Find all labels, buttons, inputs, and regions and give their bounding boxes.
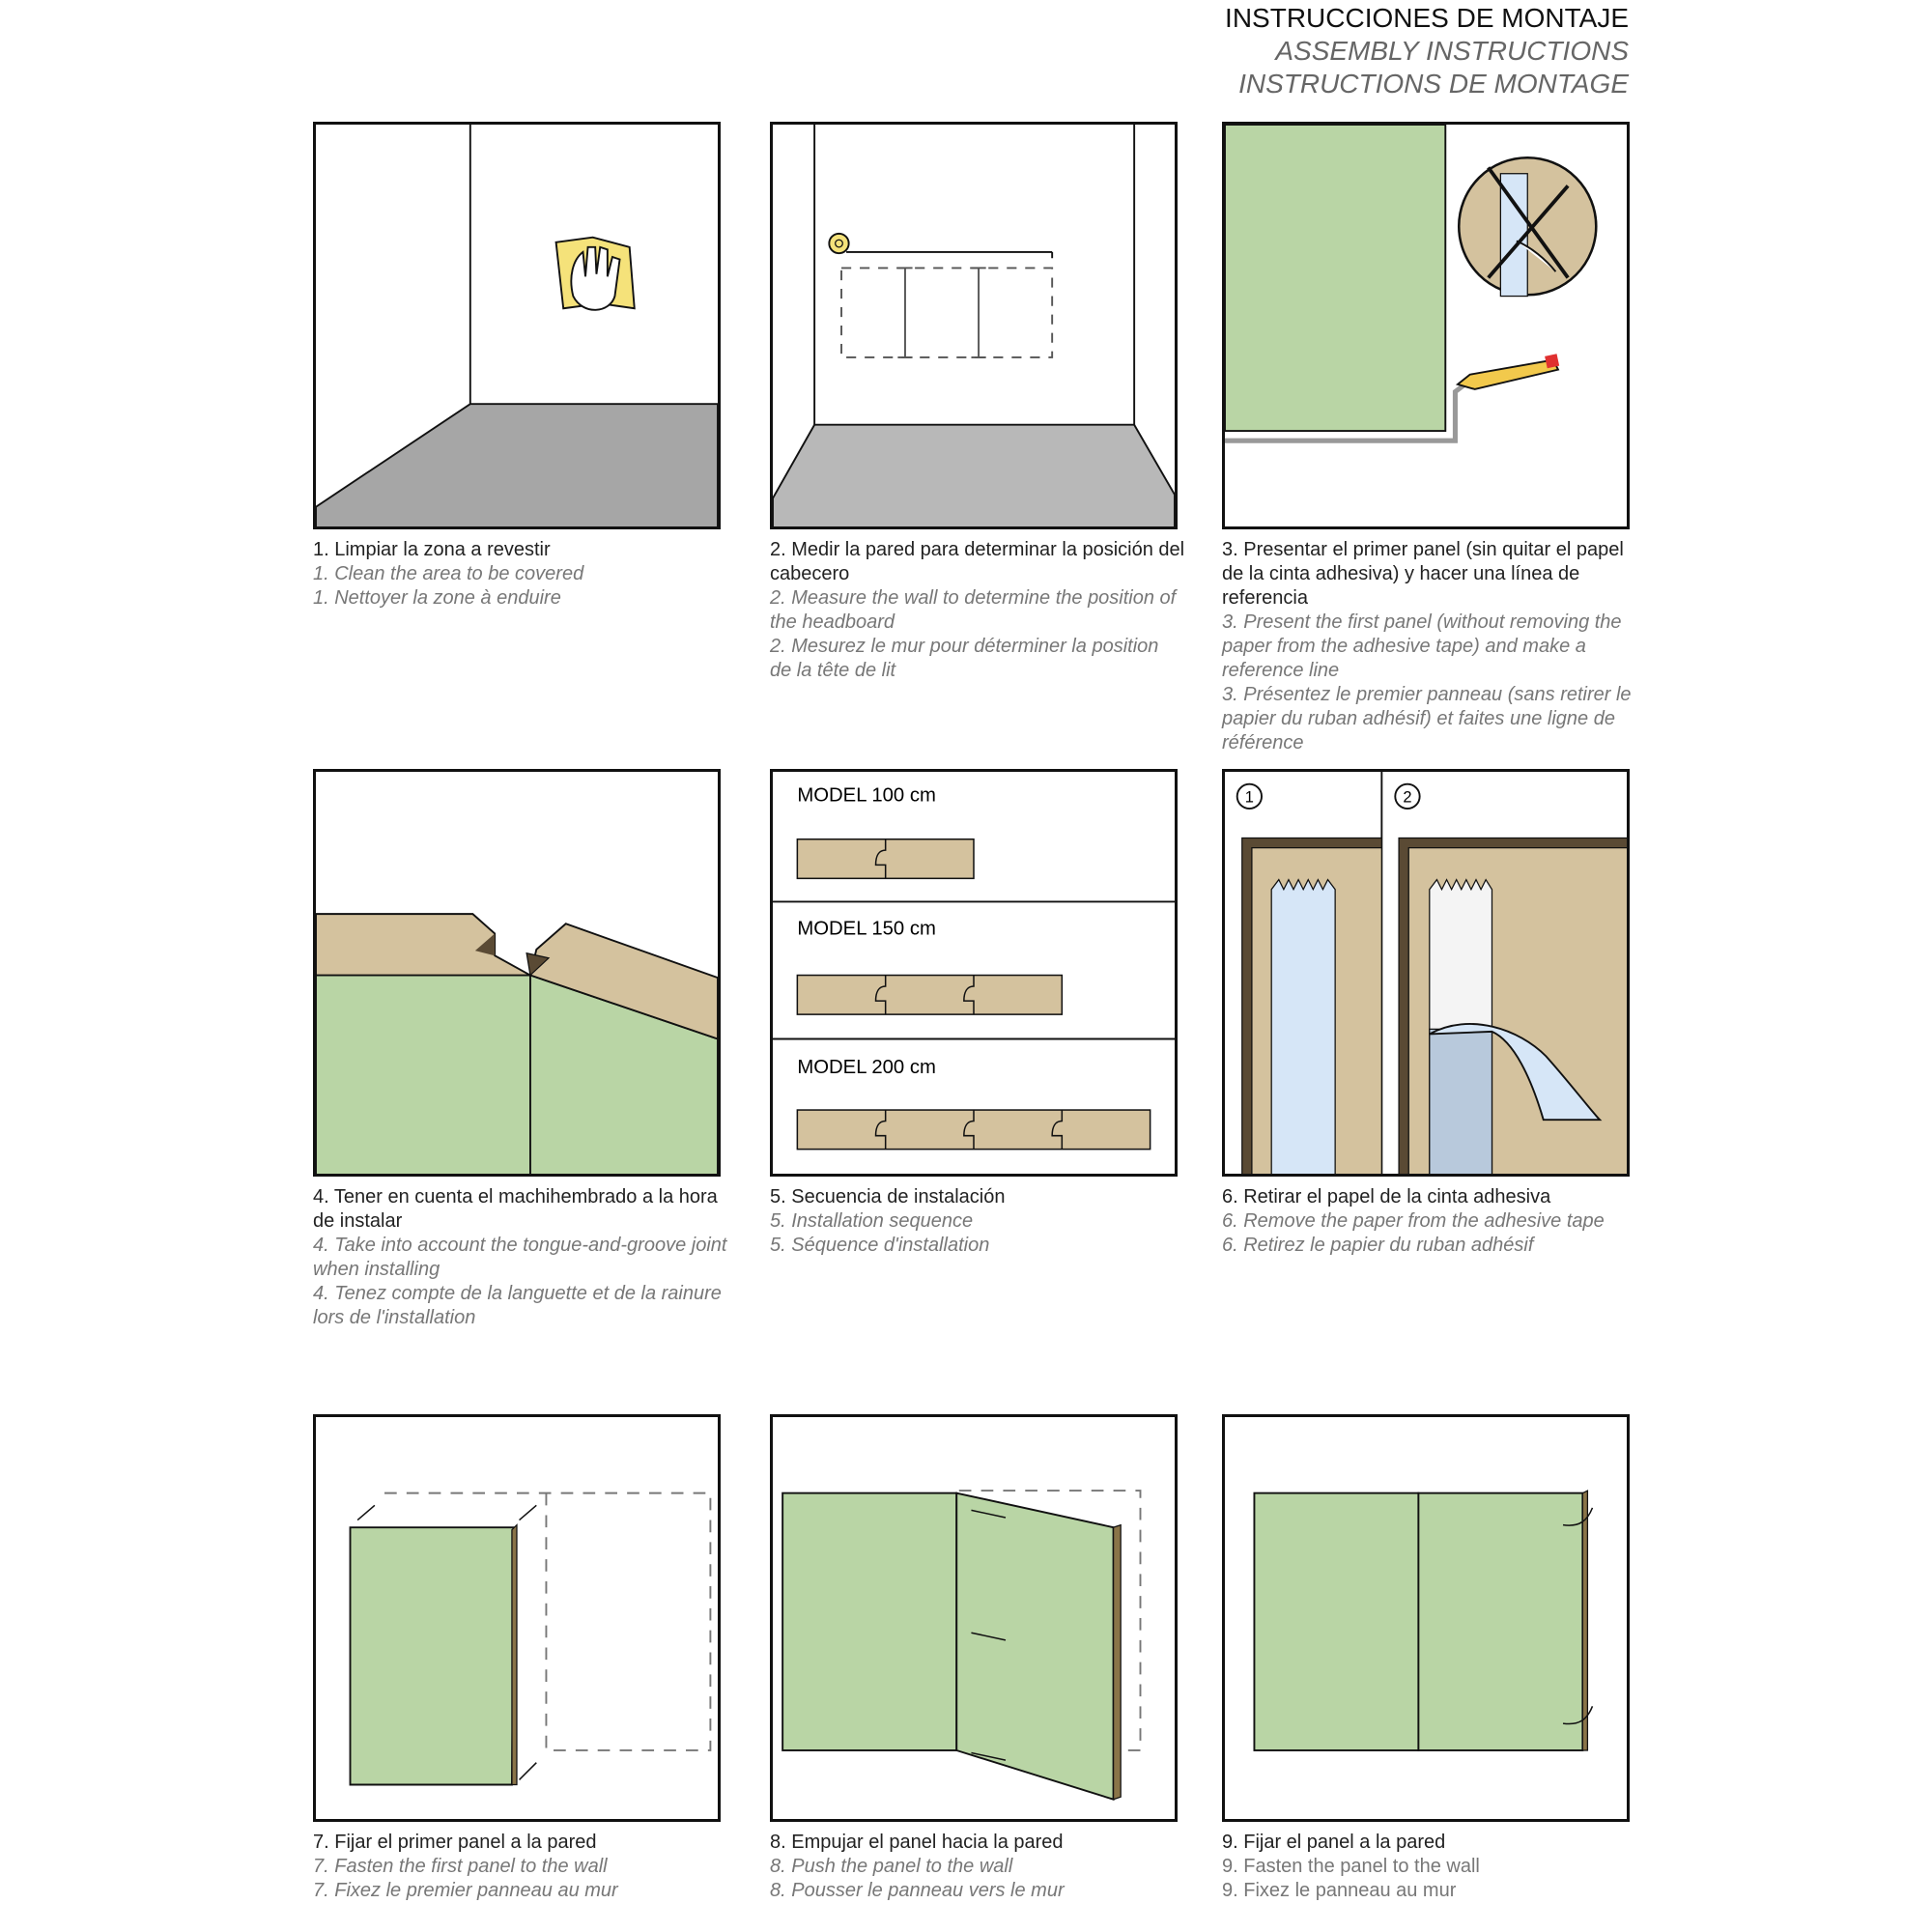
- pencil-icon: [1455, 354, 1560, 390]
- step-9-illustration: [1222, 1414, 1630, 1822]
- title-fr: INSTRUCTIONS DE MONTAGE: [1238, 69, 1629, 99]
- tape-measure-icon: [828, 232, 1054, 259]
- title-es: INSTRUCCIONES DE MONTAJE: [1225, 3, 1629, 33]
- step-7-illustration: [313, 1414, 721, 1822]
- step-6-illustration: 1 2: [1222, 769, 1630, 1177]
- step-3-illustration: [1222, 122, 1630, 529]
- title-en: ASSEMBLY INSTRUCTIONS: [1275, 36, 1629, 66]
- model-100-label: MODEL 100 cm: [797, 784, 936, 806]
- step-6-caption: 6. Retirar el papel de la cinta adhesiva…: [1222, 1186, 1605, 1256]
- step-1-illustration: [313, 122, 721, 529]
- wipe-cloth-hand-icon: [554, 236, 636, 311]
- step-4-illustration: [313, 769, 721, 1177]
- step-3-caption: 3. Presentar el primer panel (sin quitar…: [1222, 539, 1632, 753]
- step-5-illustration: MODEL 100 cm MODEL 150 cm MODEL 200 cm: [770, 769, 1178, 1177]
- step-4-caption: 4. Tener en cuenta el machihembrado a la…: [313, 1186, 727, 1328]
- no-remove-tape-warning-icon: [1457, 156, 1598, 298]
- step-2-caption: 2. Medir la pared para determinar la pos…: [770, 539, 1185, 681]
- model-150-label: MODEL 150 cm: [797, 919, 936, 940]
- model-200-label: MODEL 200 cm: [797, 1057, 936, 1078]
- step-2-illustration: [770, 122, 1178, 529]
- substep-2-label: 2: [1403, 789, 1411, 807]
- substep-1-label: 1: [1245, 789, 1254, 807]
- step-8-illustration: [770, 1414, 1178, 1822]
